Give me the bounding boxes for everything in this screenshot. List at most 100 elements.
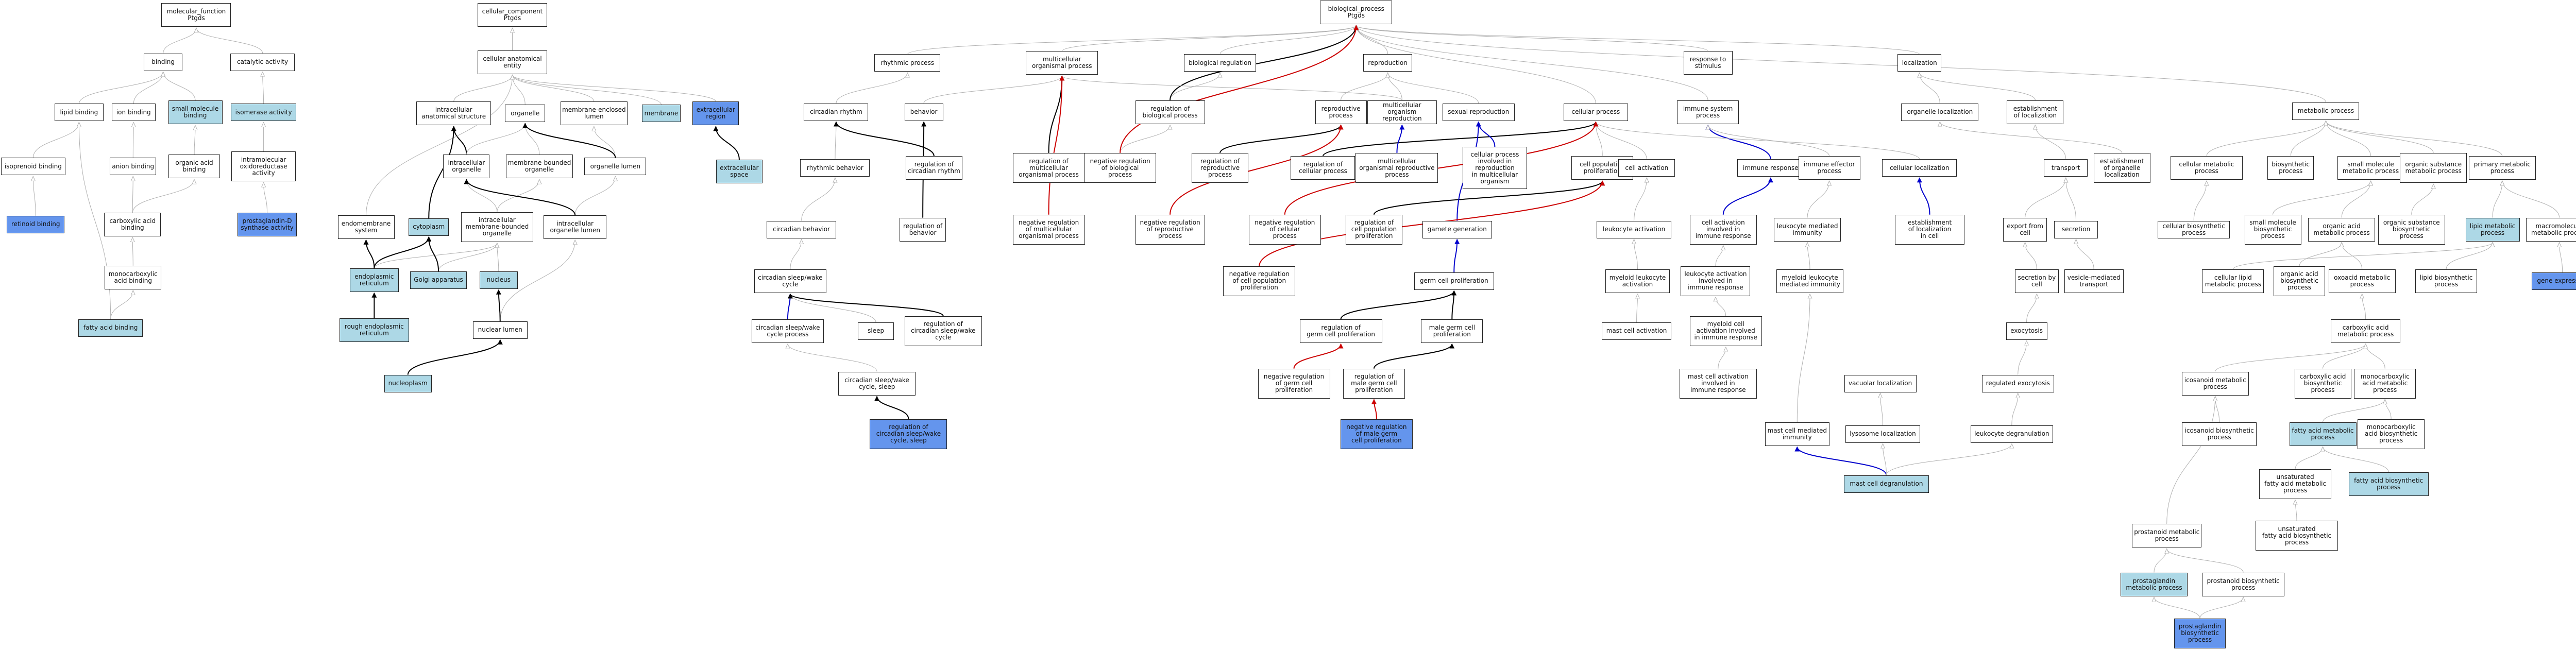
edge-reggermprolif-to-germprolif xyxy=(1340,290,1457,320)
go-term-node-orglumen: organelle lumen xyxy=(584,158,647,176)
edge-unsatfamet-to-fattyacidmet xyxy=(2295,447,2323,469)
go-term-node-carbacidbind: carboxylic acid binding xyxy=(104,212,161,236)
edge-cellloc-to-cellproc xyxy=(1596,122,1920,160)
go-term-node-respstim: response to stimulus xyxy=(1683,51,1733,75)
go-term-node-nuclumen: nuclear lumen xyxy=(472,321,528,339)
go-term-node-primmet: primary metabolic process xyxy=(2468,156,2536,180)
go-term-node-isoprenoidbind: isoprenoid binding xyxy=(1,158,65,176)
go-term-node-nucleoplasm: nucleoplasm xyxy=(384,374,432,392)
go-term-node-isomerase: isomerase activity xyxy=(231,104,297,122)
go-term-node-rhythbeh: rhythmic behavior xyxy=(800,159,870,177)
edge-sleep-to-circsleep xyxy=(790,294,876,322)
edge-catalytic-to-mf xyxy=(196,28,263,54)
edge-intorg-to-organelle xyxy=(466,123,525,155)
go-term-node-immsys: immune system process xyxy=(1677,100,1739,124)
go-term-node-er: endoplasmic reticulum xyxy=(349,268,399,292)
edge-ionbind-to-binding xyxy=(133,72,163,104)
go-term-node-regcircsleep: regulation of circadian sleep/wake cycle xyxy=(904,316,982,346)
edge-myeloidmedimm-to-leukmedimm xyxy=(1807,243,1810,269)
go-term-node-myeloidact: myeloid leukocyte activation xyxy=(1605,269,1670,293)
edge-germprolif-to-gametegen xyxy=(1453,238,1460,272)
go-term-node-catalytic: catalytic activity xyxy=(230,53,295,71)
go-term-node-negreggerm: negative regulation of germ cell prolife… xyxy=(1258,368,1330,399)
edge-bioreg-to-bp xyxy=(1219,25,1356,55)
edge-negregrepro-to-reprodproc xyxy=(1170,124,1344,215)
edge-cellprolif-to-cellproc xyxy=(1596,122,1603,157)
edge-carbacidmet-to-oxoacidmet xyxy=(2362,294,2366,319)
edge-leukmedimm-to-immeff xyxy=(1807,181,1829,218)
edge-icosanoidmet-to-carbacidmet xyxy=(2215,344,2366,372)
go-term-node-retinoid: retinoid binding xyxy=(7,215,65,233)
edge-endomem-to-cae xyxy=(366,75,513,215)
go-term-node-cae: cellular anatomical entity xyxy=(478,50,548,74)
go-term-node-celllipidmet: cellular lipid metabolic process xyxy=(2202,269,2264,293)
go-term-node-immresp: immune response xyxy=(1737,159,1804,177)
edge-regbp-to-bp xyxy=(1170,25,1359,100)
go-term-node-intorg: intracellular organelle xyxy=(443,155,490,179)
go-term-node-vesicletrans: vesicle-mediated transport xyxy=(2064,269,2124,293)
go-term-node-regcell: regulation of cellular process xyxy=(1291,156,1355,180)
edge-extreg-to-cae xyxy=(513,75,716,102)
go-term-node-lipidbiosyn: lipid biosynthetic process xyxy=(2415,269,2477,293)
go-term-node-lysoloc: lysosome localization xyxy=(1845,425,1921,443)
go-term-node-pgdsyn: prostaglandin-D synthase activity xyxy=(238,212,297,236)
edge-imbo-to-intorg xyxy=(466,179,498,212)
edge-nuclumen-to-nucleus xyxy=(496,289,501,321)
go-term-node-immeff: immune effector process xyxy=(1798,156,1860,180)
go-term-node-regmop: regulation of multicellular organismal p… xyxy=(1012,153,1085,183)
go-term-node-cellloc: cellular localization xyxy=(1882,159,1957,177)
go-term-node-smmet: small molecule metabolic process xyxy=(2337,156,2404,180)
edge-mastdegran-to-lysoloc xyxy=(1883,444,1887,475)
go-term-node-circsleep: circadian sleep/wake cycle xyxy=(754,269,826,293)
edge-circsleepsleep-to-circsleepproc xyxy=(788,344,877,372)
edge-pgmet-to-icosanoidmet xyxy=(2166,397,2215,524)
edge-mastdegran-to-leukdegran xyxy=(1886,444,2011,475)
edge-smbiosyn-to-smmet xyxy=(2273,181,2371,215)
edge-cytoplasm-to-ias xyxy=(428,126,456,218)
edge-circsleep-to-circbeh xyxy=(790,239,802,269)
go-term-node-mastdegran: mast cell degranulation xyxy=(1843,475,1929,493)
go-term-node-myeloidactimm: myeloid cell activation involved in immu… xyxy=(1689,316,1762,346)
go-term-node-organelle: organelle xyxy=(505,105,546,123)
edge-negregmop-to-mop xyxy=(1048,75,1065,215)
edge-binding-to-mf xyxy=(163,28,196,54)
edge-nucleoplasm-to-nuclumen xyxy=(407,339,503,375)
go-term-node-regcircsleepsleep: regulation of circadian sleep/wake cycle… xyxy=(870,419,947,449)
go-term-node-endomem: endomembrane system xyxy=(337,215,395,239)
go-term-node-regbeh: regulation of behavior xyxy=(900,217,946,242)
edge-negregbp-to-bp xyxy=(1120,25,1359,153)
edge-smbind-to-binding xyxy=(163,72,196,101)
go-term-node-biosyn: biosynthetic process xyxy=(2267,156,2314,180)
edge-regcell-to-cellproc xyxy=(1322,121,1599,157)
go-term-node-cellactimm: cell activation involved in immune respo… xyxy=(1689,214,1757,245)
edge-intorglumen-to-orglumen xyxy=(574,176,615,215)
go-term-node-membraneenc: membrane-enclosed lumen xyxy=(560,101,628,126)
edge-orgsubmet-to-metabolic xyxy=(2326,121,2434,153)
go-term-node-fattyacidbiosyn: fatty acid biosynthetic process xyxy=(2348,472,2429,496)
go-term-node-rer: rough endoplasmic reticulum xyxy=(339,318,409,342)
go-term-node-oxoacidmet: oxoacid metabolic process xyxy=(2328,269,2396,293)
edge-pgbiosyn-to-prostanoidbiosyn xyxy=(2199,597,2243,619)
edge-cellmet-to-metabolic xyxy=(2206,121,2326,157)
go-term-node-secbycell: secretion by cell xyxy=(2014,269,2059,293)
edge-mop-to-bp xyxy=(1061,25,1356,52)
edge-isoprenoidbind-to-lipidbind xyxy=(32,122,79,158)
go-term-node-icosanoidmet: icosanoid metabolic process xyxy=(2181,371,2249,396)
edge-exocytosis-to-secbycell xyxy=(2026,294,2037,322)
edge-rhythbeh-to-circrhythm xyxy=(835,122,836,160)
go-term-node-negregcellprolif: negative regulation of cell population p… xyxy=(1223,266,1296,296)
go-term-node-myeloidmedimm: myeloid leukocyte mediated immunity xyxy=(1776,269,1843,293)
go-term-node-reprodproc: reproductive process xyxy=(1315,100,1367,124)
edge-circrhythm-to-rhythmic xyxy=(836,73,908,104)
go-term-node-anionbind: anion binding xyxy=(110,158,157,176)
edge-golgi-to-imbo xyxy=(438,243,497,271)
go-term-node-nucleus: nucleus xyxy=(479,271,518,289)
edge-exportcell-to-transport xyxy=(2025,178,2066,218)
go-term-node-mor: multicellular organism reproduction xyxy=(1367,100,1437,124)
go-term-node-cellact: cell activation xyxy=(1618,159,1675,177)
edge-ias-to-cae xyxy=(453,75,513,102)
go-term-node-leukactimm: leukocyte activation involved in immune … xyxy=(1681,266,1751,296)
edge-cpirmo-to-sexrep xyxy=(1476,121,1496,147)
edge-cellactimm-to-immresp xyxy=(1722,177,1773,215)
go-term-node-estorgloc: establishment of organelle localization xyxy=(2093,153,2150,183)
